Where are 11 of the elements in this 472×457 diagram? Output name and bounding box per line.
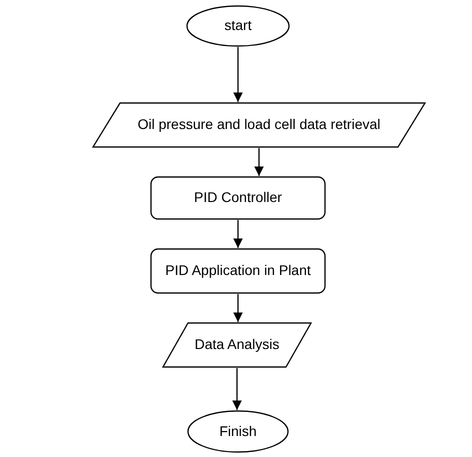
node-label: start bbox=[224, 17, 252, 35]
arrow bbox=[232, 368, 242, 410]
node-label: Data Analysis bbox=[194, 336, 280, 354]
node-label: PID Application in Plant bbox=[165, 262, 311, 280]
node-label: Finish bbox=[219, 422, 257, 440]
node-label: Oil pressure and load cell data retrieval bbox=[138, 116, 380, 134]
arrow bbox=[233, 47, 243, 102]
arrow bbox=[233, 220, 243, 248]
arrow bbox=[254, 148, 264, 176]
node-label: PID Controller bbox=[194, 189, 282, 207]
arrow bbox=[233, 294, 243, 322]
